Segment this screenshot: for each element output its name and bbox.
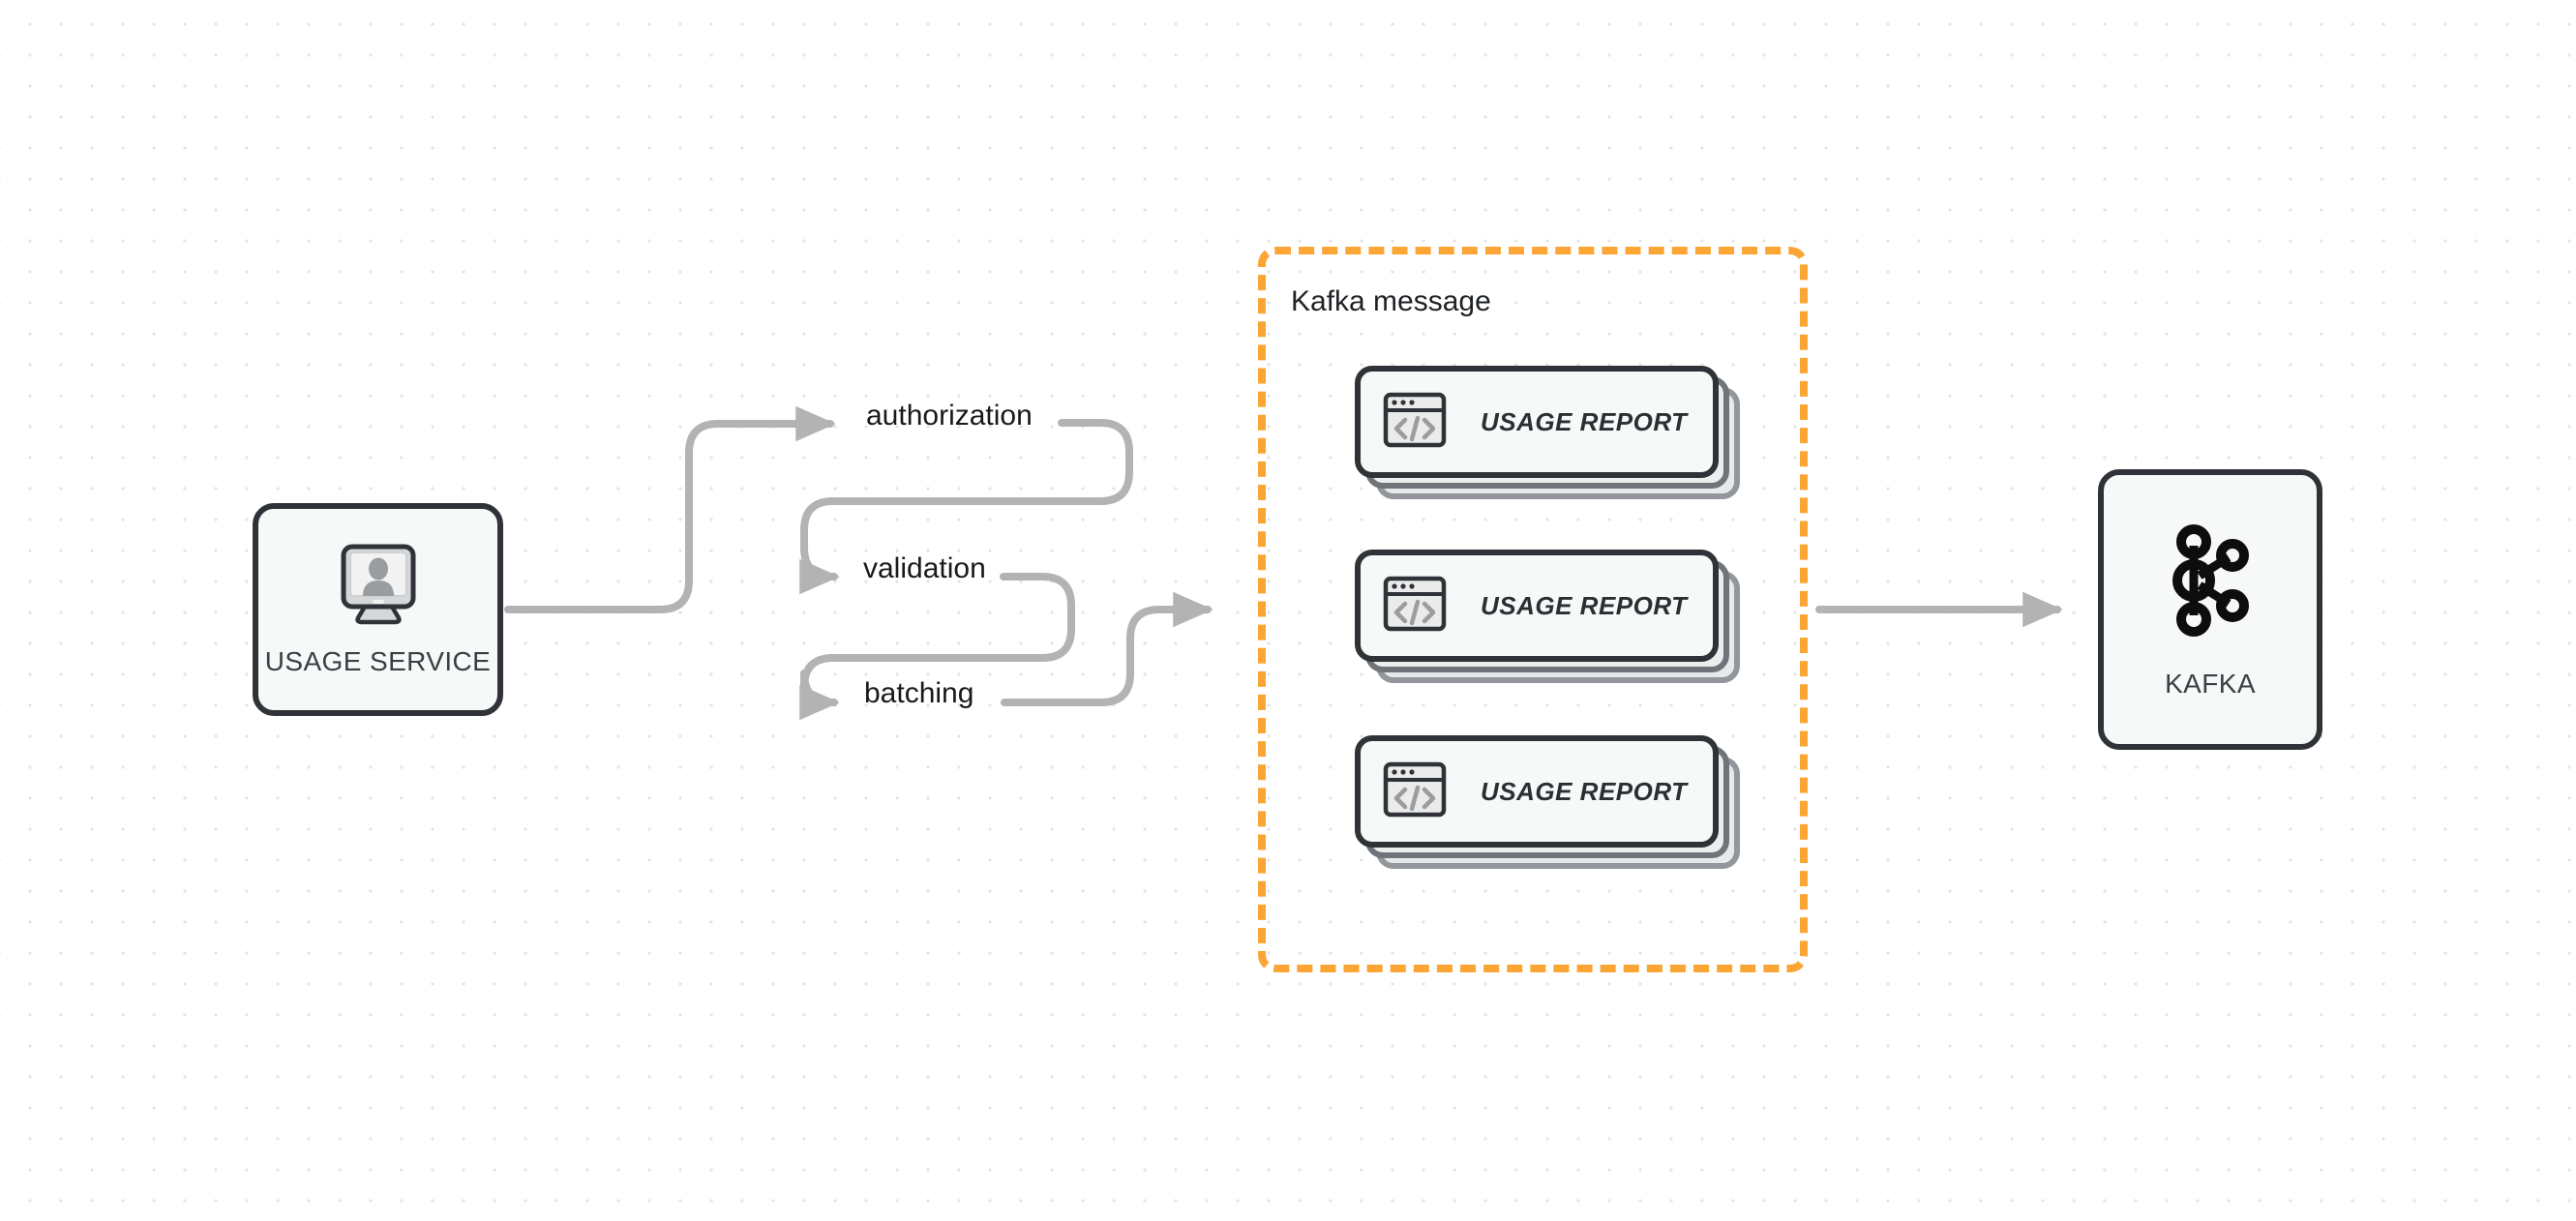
usage-report-card-label: USAGE REPORT bbox=[1481, 406, 1688, 436]
pipeline-step-batching[interactable]: batching bbox=[864, 677, 974, 709]
kafka-logo-icon bbox=[2161, 521, 2260, 643]
kafka-message-group-title: Kafka message bbox=[1291, 285, 1491, 317]
usage-report-card-label: USAGE REPORT bbox=[1481, 776, 1688, 806]
node-kafka-label: KAFKA bbox=[2165, 668, 2256, 699]
node-usage-service-label: USAGE SERVICE bbox=[264, 645, 492, 676]
usage-report-card[interactable]: USAGE REPORT bbox=[1355, 735, 1740, 869]
card-front[interactable]: USAGE REPORT bbox=[1355, 550, 1719, 662]
edge-service-to-authorization bbox=[504, 405, 836, 613]
usage-report-card-label: USAGE REPORT bbox=[1481, 590, 1688, 620]
node-kafka[interactable]: KAFKA bbox=[2098, 469, 2322, 750]
usage-report-card[interactable]: USAGE REPORT bbox=[1355, 366, 1740, 499]
pipeline-step-validation[interactable]: validation bbox=[863, 552, 986, 584]
card-front[interactable]: USAGE REPORT bbox=[1355, 735, 1719, 848]
monitor-user-icon bbox=[334, 543, 423, 631]
card-front[interactable]: USAGE REPORT bbox=[1355, 366, 1719, 478]
node-usage-service[interactable]: USAGE SERVICE bbox=[253, 503, 503, 716]
code-window-icon bbox=[1382, 757, 1448, 827]
edge-batching-to-kafka-message bbox=[1001, 591, 1213, 706]
code-window-icon bbox=[1382, 571, 1448, 641]
usage-report-card[interactable]: USAGE REPORT bbox=[1355, 550, 1740, 683]
code-window-icon bbox=[1382, 387, 1448, 458]
kafka-message-group bbox=[1258, 247, 1808, 972]
pipeline-step-authorization[interactable]: authorization bbox=[866, 400, 1033, 432]
